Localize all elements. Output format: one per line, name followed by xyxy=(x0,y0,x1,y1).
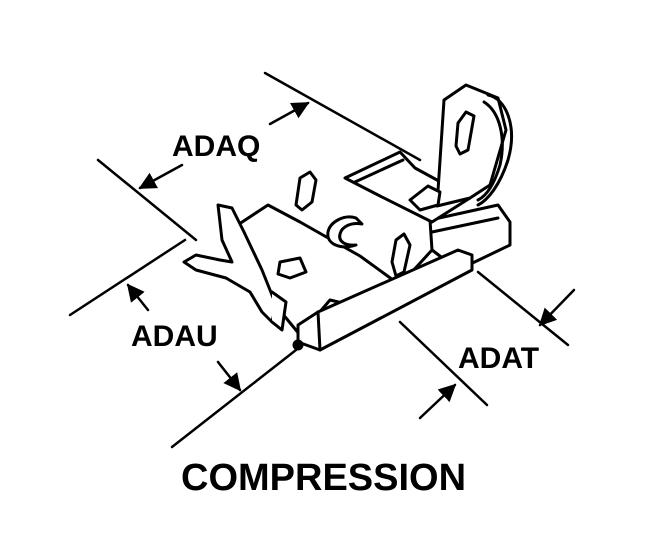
post xyxy=(390,232,412,278)
compression-part xyxy=(182,83,513,352)
hook-cutout xyxy=(326,215,364,249)
arrow-adat-upper xyxy=(538,288,576,327)
arrow-adat-lower xyxy=(418,383,457,420)
base-oval xyxy=(276,256,308,280)
upright-tab xyxy=(435,83,508,208)
rail-end-ridge xyxy=(430,216,500,234)
extension-line-adat-upper xyxy=(476,270,570,347)
extension-line-adat-lower xyxy=(398,320,489,407)
arrow-adau-top xyxy=(126,283,150,312)
upper-plate-edge xyxy=(353,158,405,184)
arrow-adaq-right xyxy=(268,101,310,126)
dimension-adat xyxy=(398,270,576,420)
tab-slot xyxy=(454,110,476,156)
extension-line-adau-top xyxy=(68,238,187,317)
dimension-label-adau: ADAU xyxy=(131,320,218,353)
spring-clip xyxy=(182,203,278,324)
extension-line-adaq-left xyxy=(96,158,198,242)
dimension-adau xyxy=(68,238,298,449)
dimension-adaq xyxy=(96,71,422,242)
raised-tab xyxy=(294,170,318,212)
tab-curl-inner xyxy=(476,100,504,202)
tab-curl xyxy=(476,93,513,207)
rail-rivet xyxy=(292,339,304,351)
dimension-label-adaq: ADAQ xyxy=(172,130,261,163)
arrow-adau-bottom xyxy=(216,360,242,392)
dimension-label-adat: ADAT xyxy=(458,342,540,375)
plate-window xyxy=(408,184,442,212)
clip-foot xyxy=(270,290,288,332)
front-rail-edge xyxy=(316,310,322,352)
arrow-adaq-left xyxy=(138,163,184,190)
extension-line-adau-bottom xyxy=(170,348,298,449)
extension-line-adaq-right xyxy=(263,71,422,162)
diagram-caption: COMPRESSION xyxy=(181,457,467,499)
